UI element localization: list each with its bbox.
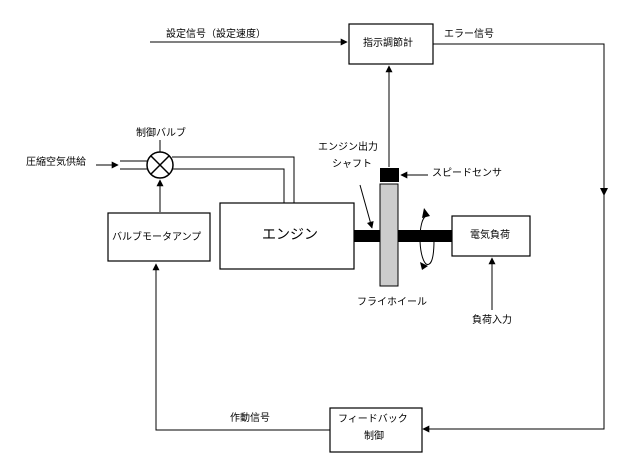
control-valve-label: 制御バルブ: [136, 128, 186, 139]
valve-motor-amp-box: [107, 212, 211, 262]
compressed-air-supply-label: 圧縮空気供給: [26, 157, 86, 168]
electric-load-label: 電気負荷: [470, 230, 510, 241]
setpoint-signal-label: 設定信号（設定速度）: [166, 29, 266, 40]
pipe-to-engine-inner: [172, 168, 285, 203]
pipe-to-engine-outer: [172, 156, 295, 203]
error-down-arrowhead: [600, 188, 608, 196]
indicator-controller-label: 指示調節計: [363, 38, 413, 49]
engine-label: エンジン: [262, 227, 318, 243]
shaft-pointer: [359, 184, 374, 229]
error-signal-label: エラー信号: [444, 29, 494, 40]
rotation-arrowhead-bottom: [420, 262, 428, 270]
indicator-controller-box: [348, 23, 434, 65]
feedback-control-box: [329, 407, 423, 453]
rotation-arrowhead-top: [422, 208, 430, 218]
load-input-label: 負荷入力: [472, 315, 512, 326]
engine-output-shaft-label-1: エンジン出力: [318, 142, 378, 153]
error-signal-line: [422, 43, 605, 433]
speed-sensor-label: スピードセンサ: [432, 168, 502, 179]
actuation-signal-line: [152, 263, 330, 431]
electric-load-box: [451, 215, 531, 257]
valve-x-2: [150, 155, 170, 175]
engine-box: [219, 202, 355, 270]
feedback-control-label-2: 制御: [364, 431, 384, 442]
actuation-signal-label: 作動信号: [230, 413, 270, 424]
flywheel: [379, 183, 399, 287]
engine-output-shaft-label-2: シャフト: [332, 159, 372, 170]
rotation-arrow: [419, 215, 435, 265]
shaft: [354, 230, 452, 242]
flywheel-label: フライホイール: [357, 297, 427, 308]
feedback-control-label-1: フィードバック: [338, 414, 408, 425]
valve-motor-amp-label: バルブモータアンプ: [112, 232, 202, 243]
speed-sensor-block: [380, 168, 399, 182]
